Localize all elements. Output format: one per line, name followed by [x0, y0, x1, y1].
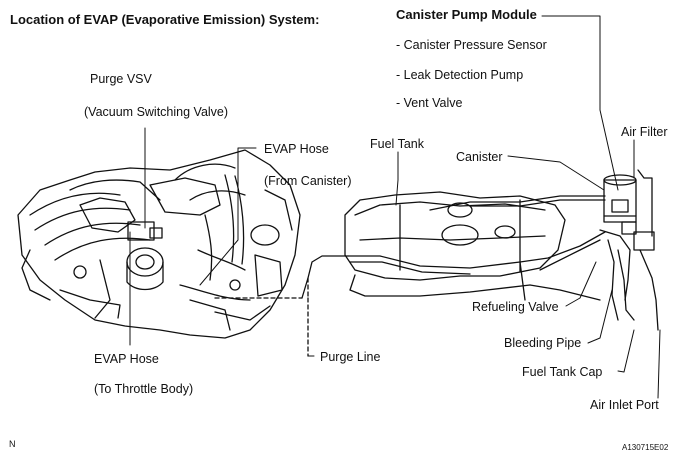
- figure-code: A130715E02: [622, 443, 669, 452]
- label-evap-hose-top: EVAP Hose: [264, 142, 329, 156]
- label-refueling-valve: Refueling Valve: [472, 300, 559, 314]
- corner-mark: N: [9, 439, 16, 449]
- engine-illustration: [17, 149, 301, 339]
- label-evap-hose-bottom: EVAP Hose: [94, 352, 159, 366]
- label-fuel-tank-cap: Fuel Tank Cap: [522, 365, 603, 379]
- label-bleeding-pipe: Bleeding Pipe: [504, 336, 582, 350]
- label-purge-vsv: Purge VSV: [90, 72, 152, 86]
- label-purge-line: Purge Line: [320, 350, 381, 364]
- label-canister: Canister: [456, 150, 503, 164]
- module-item-leak-pump: - Leak Detection Pump: [396, 68, 524, 82]
- diagram-title: Location of EVAP (Evaporative Emission) …: [10, 12, 320, 27]
- module-item-pressure-sensor: - Canister Pressure Sensor: [396, 38, 547, 52]
- label-purge-vsv-full: (Vacuum Switching Valve): [84, 105, 229, 119]
- label-air-inlet-port: Air Inlet Port: [590, 398, 659, 412]
- label-evap-hose-bottom-sub: (To Throttle Body): [94, 382, 194, 396]
- canister-module-illustration: [599, 169, 659, 331]
- fuel-tank-illustration: [344, 191, 606, 301]
- label-evap-hose-top-sub: (From Canister): [264, 174, 352, 188]
- module-item-vent-valve: - Vent Valve: [396, 96, 463, 110]
- label-fuel-tank: Fuel Tank: [370, 137, 424, 151]
- label-air-filter: Air Filter: [621, 125, 668, 139]
- canister-pump-module-heading: Canister Pump Module: [396, 7, 537, 22]
- leader-lines: [129, 15, 661, 399]
